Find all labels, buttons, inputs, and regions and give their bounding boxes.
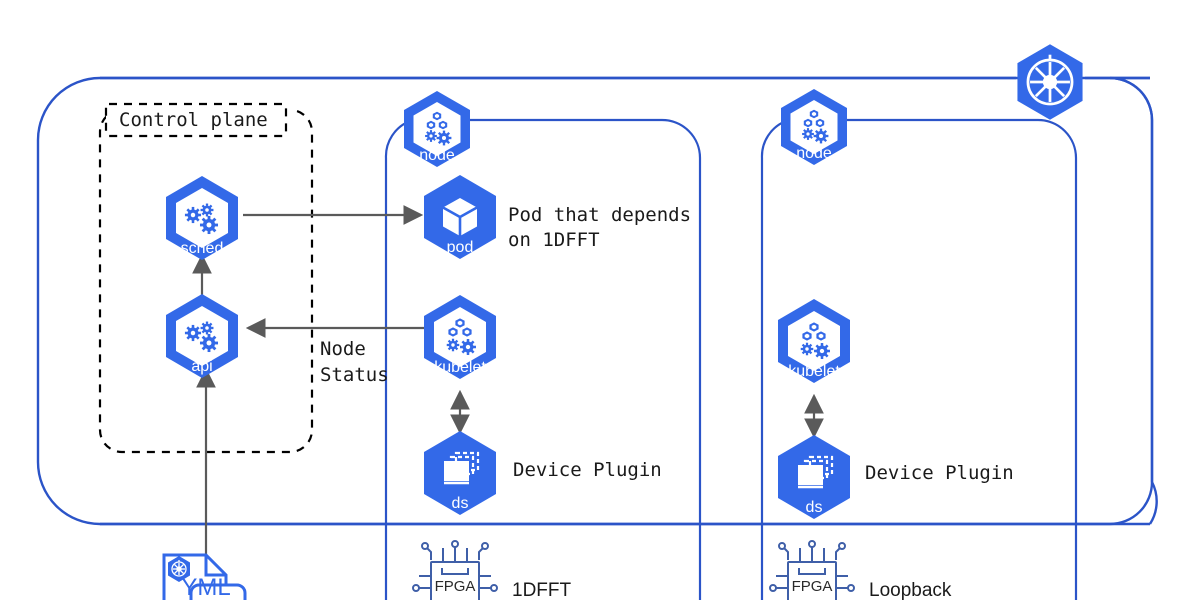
kubelet-2-label: kubelet: [788, 363, 840, 380]
kubernetes-mini-logo: [168, 556, 190, 582]
pod-caption-line2: on 1DFFT: [508, 229, 600, 251]
cubes-gears-icon: [800, 322, 830, 359]
gears-icon: [184, 203, 219, 235]
control-plane-title: Control plane: [119, 109, 268, 131]
fpga-chip-2: FPGA: [769, 540, 855, 600]
pod-label: pod: [447, 239, 474, 256]
kubelet-1-label: kubelet: [434, 359, 486, 376]
daemonset-node-1[interactable]: [424, 431, 496, 515]
node-status-label-line2: Status: [320, 364, 389, 386]
fpga-chip-1: FPGA: [412, 540, 498, 600]
fpga-caption-2: Loopback: [869, 580, 952, 600]
fpga-caption-1: 1DFFT: [512, 580, 572, 600]
kubelet-node-2[interactable]: [778, 299, 850, 383]
cluster-boundary: [36, 76, 1158, 526]
node-1-label: node: [419, 147, 455, 164]
control-plane-api-node[interactable]: [166, 294, 238, 378]
api-label: api: [191, 358, 212, 375]
ds-2-label: ds: [806, 499, 823, 516]
daemonset-icon: [798, 455, 834, 489]
gears-icon: [184, 321, 219, 353]
kubelet-node-1[interactable]: [424, 295, 496, 379]
pod-caption-line1: Pod that depends: [508, 204, 692, 226]
device-plugin-caption-1: Device Plugin: [513, 459, 662, 481]
control-plane-boundary: [98, 108, 314, 454]
ds-1-label: ds: [452, 495, 469, 512]
control-plane-title-box: [104, 102, 288, 138]
cubes-gears-icon: [425, 111, 452, 146]
yml-label: YML: [181, 574, 230, 600]
device-plugin-caption-2: Device Plugin: [865, 462, 1014, 484]
fpga-chip-2-label: FPGA: [792, 578, 833, 595]
node-status-label-line1: Node: [320, 338, 366, 360]
cubes-gears-icon: [446, 318, 476, 355]
cube-icon: [442, 198, 478, 236]
kubernetes-helm-logo: [1017, 44, 1083, 120]
sched-label: sched: [181, 240, 224, 257]
fpga-chip-1-label: FPGA: [435, 578, 476, 595]
worker-node-2-badge[interactable]: [781, 89, 847, 165]
pod-node[interactable]: [424, 175, 496, 259]
daemonset-icon: [444, 451, 480, 485]
yml-document-icon[interactable]: [162, 553, 247, 600]
cubes-gears-icon: [802, 109, 829, 144]
node-2-label: node: [796, 145, 832, 162]
worker-node-1-badge[interactable]: [404, 91, 470, 167]
daemonset-node-2[interactable]: [778, 435, 850, 519]
control-plane-sched-node[interactable]: [166, 176, 238, 260]
